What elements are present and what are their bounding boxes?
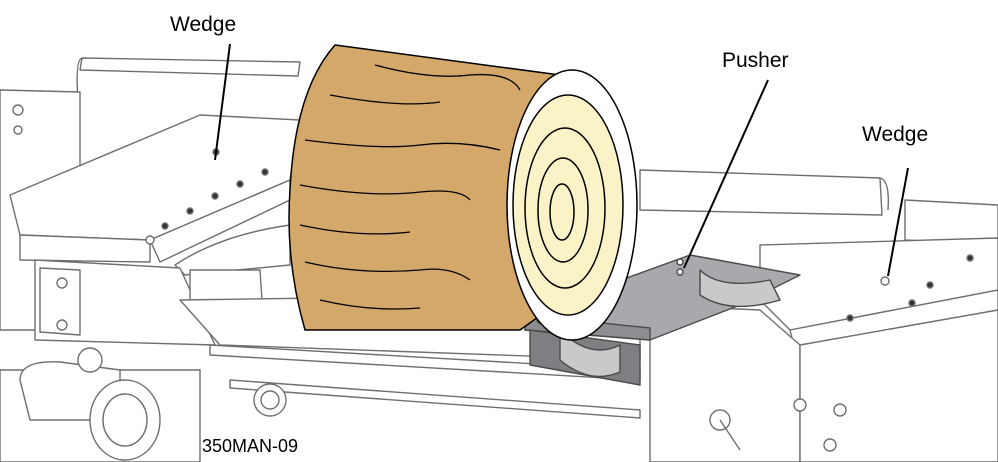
machine-frame xyxy=(0,57,998,462)
log xyxy=(288,44,638,341)
bark-grain-lines xyxy=(299,64,521,310)
label-wedge-right: Wedge xyxy=(862,123,929,146)
label-wedge-left: Wedge xyxy=(170,13,237,36)
leader-wedge-right xyxy=(887,167,909,277)
leader-wedge-left xyxy=(214,43,231,161)
label-pusher: Pusher xyxy=(722,49,789,72)
callout-leaders xyxy=(214,43,909,277)
leader-pusher xyxy=(683,79,769,269)
figure-id: 350MAN-09 xyxy=(202,436,299,456)
log-bark xyxy=(288,44,561,331)
